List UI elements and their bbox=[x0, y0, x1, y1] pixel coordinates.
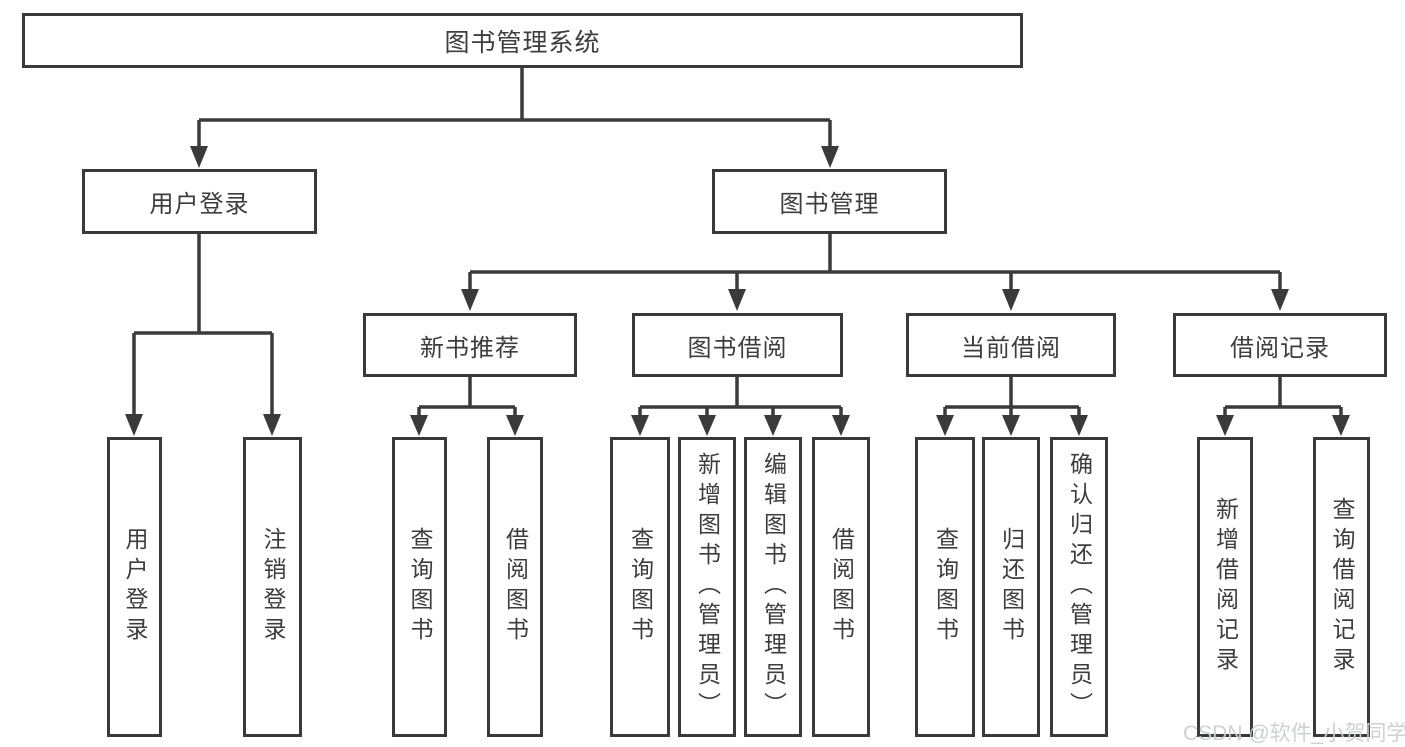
node-book-management: 图书管理 bbox=[712, 169, 947, 234]
leaf-query-borrow-record: 查询借阅记录 bbox=[1313, 437, 1370, 737]
csdn-watermark: CSDN @软件_小贺同学 bbox=[1183, 722, 1405, 745]
leaf-query-books-recommend: 查询图书 bbox=[392, 437, 447, 737]
leaf-user-login: 用户登录 bbox=[107, 437, 162, 737]
node-library-management-system: 图书管理系统 bbox=[22, 13, 1023, 68]
leaf-confirm-return-admin: 确认归还（管理员） bbox=[1050, 437, 1108, 737]
leaf-query-books-borrowing: 查询图书 bbox=[610, 437, 670, 737]
node-book-borrowing: 图书借阅 bbox=[632, 313, 843, 377]
arrowheads bbox=[125, 146, 1350, 436]
node-user-login: 用户登录 bbox=[82, 169, 317, 234]
leaf-borrow-books-recommend: 借阅图书 bbox=[487, 437, 543, 737]
leaf-logout: 注销登录 bbox=[243, 437, 302, 737]
leaf-edit-books-admin: 编辑图书（管理员） bbox=[744, 437, 802, 737]
leaf-add-books-admin: 新增图书（管理员） bbox=[678, 437, 736, 737]
leaf-add-borrow-record: 新增借阅记录 bbox=[1197, 437, 1253, 737]
leaf-query-books-current: 查询图书 bbox=[915, 437, 975, 737]
leaf-borrow-books: 借阅图书 bbox=[812, 437, 870, 737]
node-current-borrowing: 当前借阅 bbox=[906, 313, 1116, 377]
leaf-return-books: 归还图书 bbox=[982, 437, 1040, 737]
node-new-book-recommendation: 新书推荐 bbox=[363, 313, 577, 377]
node-borrowing-records: 借阅记录 bbox=[1173, 313, 1387, 377]
